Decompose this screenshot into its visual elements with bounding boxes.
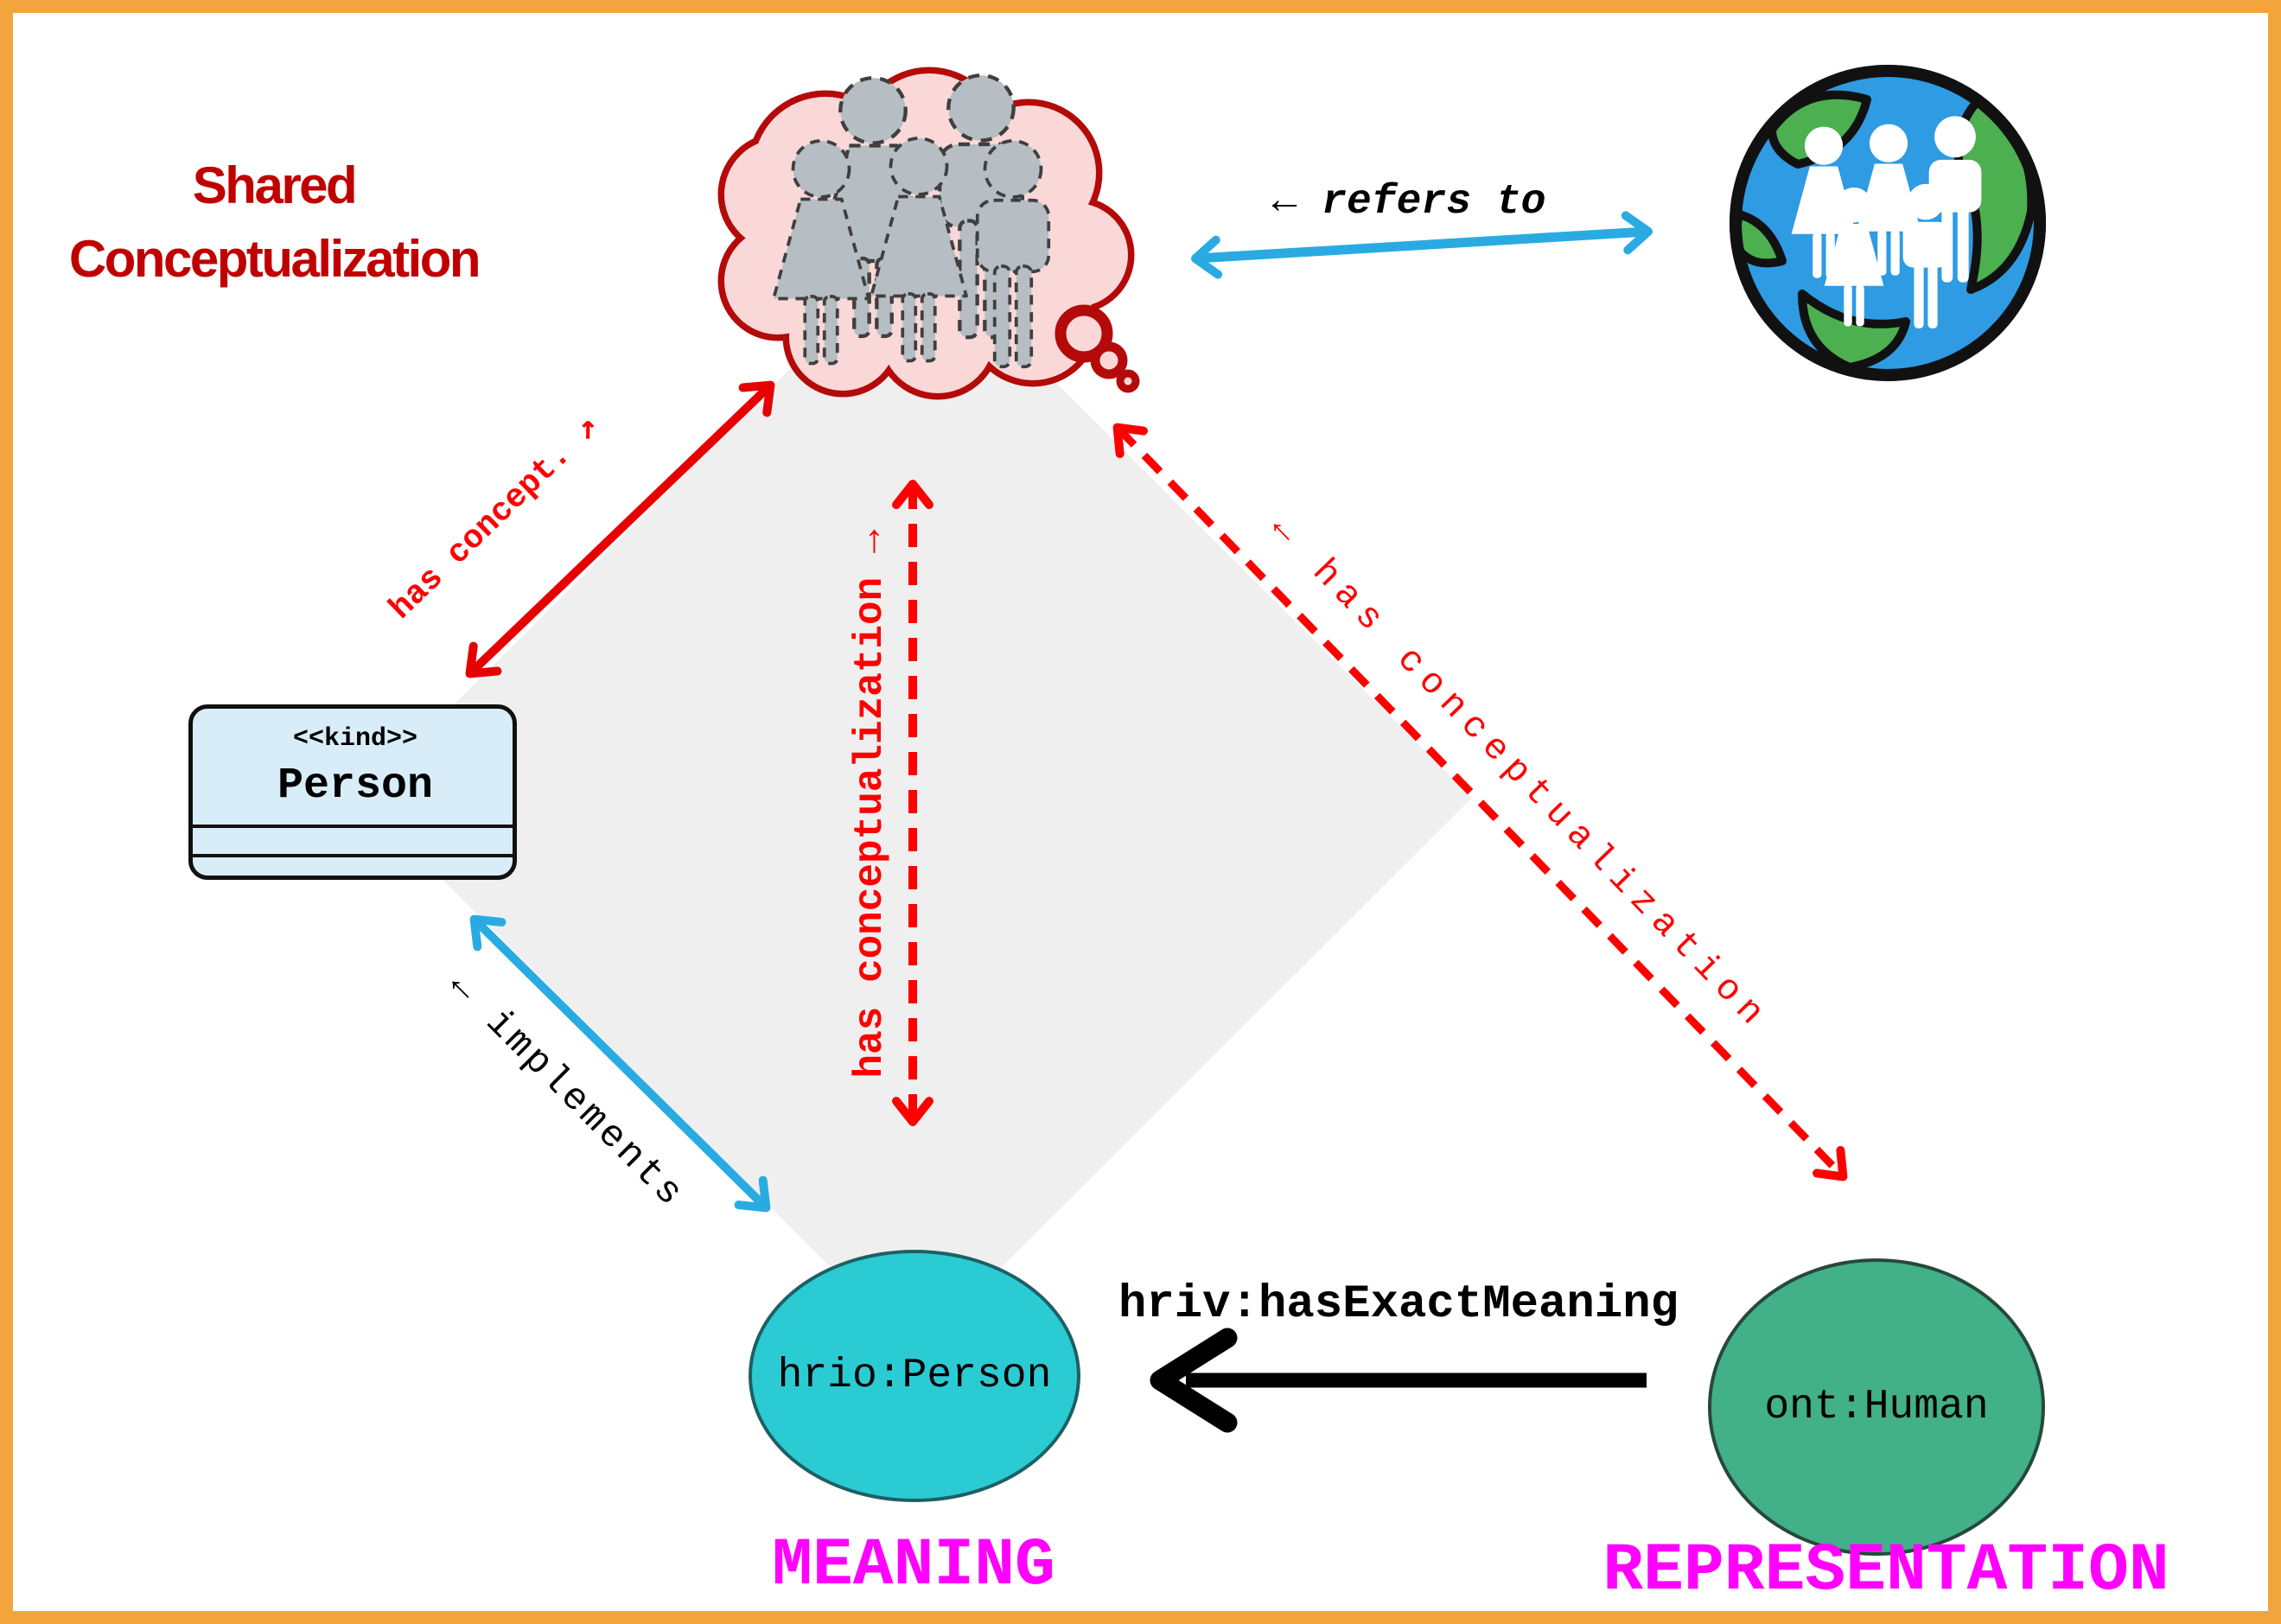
uml-stereotype: <<kind>> xyxy=(292,724,418,754)
has-exact-meaning-arrow xyxy=(1150,1328,1647,1433)
refers-to-arrow xyxy=(1191,211,1653,279)
representation-node: ont:Human xyxy=(1708,1258,2045,1556)
uml-class-person: <<kind>> Person xyxy=(188,704,517,880)
has-conceptualization-vertical-label: has conceptualization → xyxy=(848,529,893,1079)
uml-divider xyxy=(193,854,513,857)
thought-bubble-icon xyxy=(717,67,1140,400)
uml-divider xyxy=(193,825,513,828)
representation-node-label: ont:Human xyxy=(1764,1384,1989,1430)
globe-icon xyxy=(1730,65,2046,381)
title-line-1: Shared xyxy=(192,156,358,214)
has-concept-arrow xyxy=(465,380,775,678)
uml-class-name: Person xyxy=(277,761,434,811)
implements-arrow xyxy=(469,914,771,1213)
has-conceptualization-arrow-diagonal xyxy=(1112,423,1848,1181)
meaning-node-label: hrio:Person xyxy=(777,1353,1052,1399)
meaning-caption: MEANING xyxy=(772,1528,1055,1604)
title-line-2: Conceptualization xyxy=(68,230,481,288)
refers-to-label: ← refers to xyxy=(1271,179,1546,226)
has-exact-meaning-label: hriv:hasExactMeaning xyxy=(1118,1278,1679,1331)
representation-caption: REPRESENTATION xyxy=(1602,1533,2169,1609)
meaning-node: hrio:Person xyxy=(749,1250,1080,1502)
